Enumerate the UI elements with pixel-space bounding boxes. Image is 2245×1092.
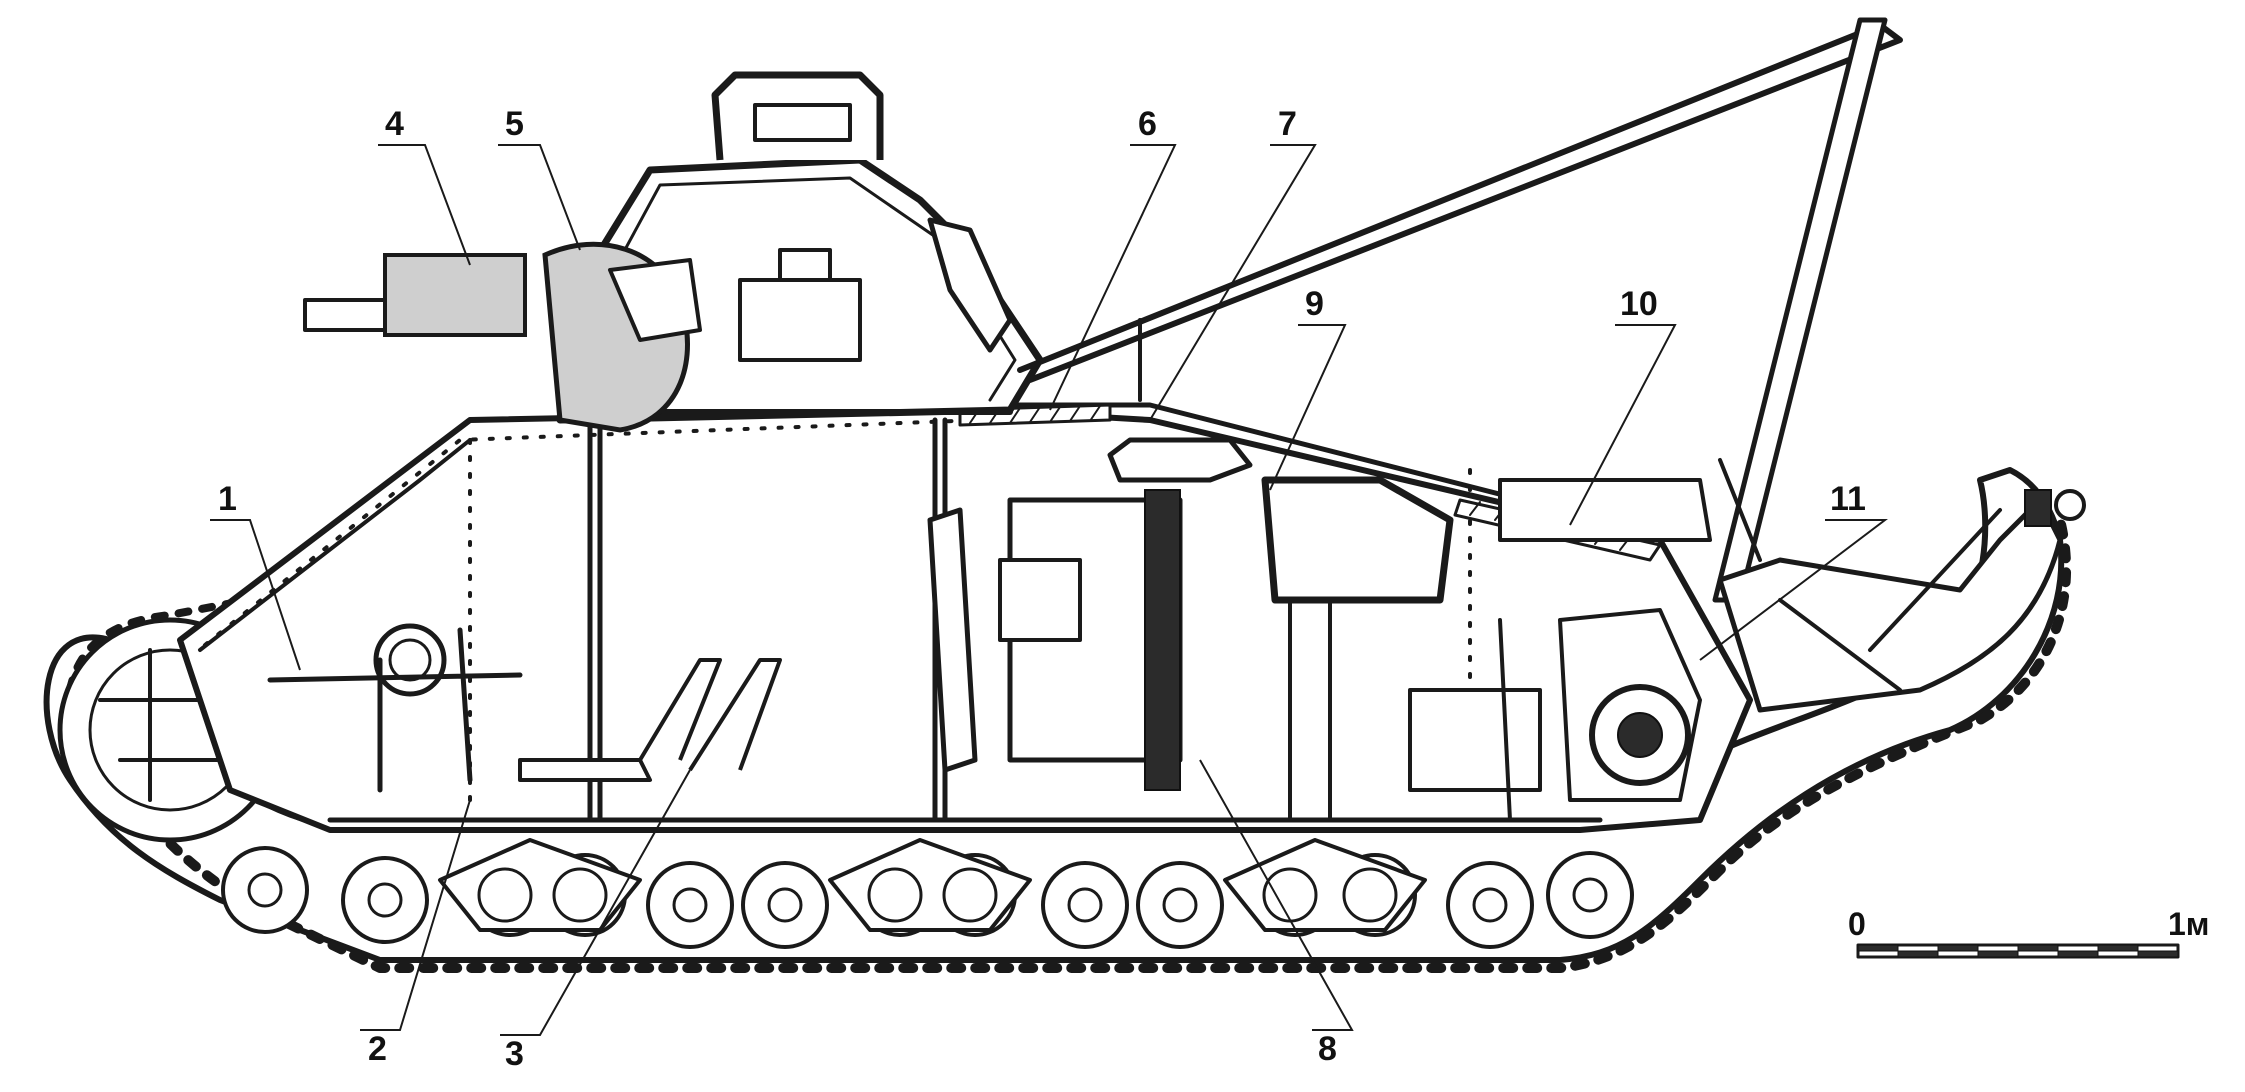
flywheel bbox=[927, 507, 978, 773]
rivet-line bbox=[203, 418, 982, 647]
callout-label: 7 bbox=[1278, 105, 1297, 143]
callout-1: 1 bbox=[210, 480, 301, 671]
engine-hatch bbox=[1107, 437, 1253, 483]
engine-head bbox=[998, 558, 1082, 642]
gun-jacket bbox=[383, 253, 527, 337]
leader-line bbox=[1149, 144, 1317, 421]
road-wheel bbox=[1446, 861, 1534, 949]
callout-4: 4 bbox=[378, 105, 471, 266]
callout-label: 11 bbox=[1830, 480, 1866, 518]
scale-bar: 0 1м bbox=[1848, 906, 2209, 959]
callout-label: 9 bbox=[1305, 285, 1324, 323]
callout-9: 9 bbox=[1269, 285, 1347, 491]
road-wheel bbox=[1041, 861, 1129, 949]
driver-controls bbox=[267, 627, 523, 793]
gearbox bbox=[1408, 688, 1542, 792]
scale-end-label: 1м bbox=[2168, 906, 2209, 942]
tail-strut-brace bbox=[1138, 318, 1762, 562]
tail-hook bbox=[2054, 489, 2086, 521]
fuel-tank bbox=[1261, 476, 1454, 604]
tail-bracket bbox=[2024, 489, 2052, 527]
tail-skid bbox=[1717, 497, 2063, 713]
transmission-housing bbox=[1558, 608, 1702, 802]
leader-line bbox=[210, 519, 301, 671]
callout-6: 6 bbox=[1049, 105, 1177, 411]
turret-equipment-box bbox=[778, 248, 832, 282]
scale-start-label: 0 bbox=[1848, 906, 1866, 942]
road-wheel bbox=[1136, 861, 1224, 949]
track-links bbox=[85, 515, 2072, 973]
callout-3: 3 bbox=[500, 769, 691, 1073]
driver-seat bbox=[518, 758, 652, 782]
road-wheel bbox=[221, 846, 309, 934]
scale-bar-segment bbox=[2057, 950, 2099, 958]
leader-line bbox=[360, 799, 471, 1031]
callout-11: 11 bbox=[1699, 480, 1888, 661]
crew-seat bbox=[638, 658, 782, 772]
callout-label: 5 bbox=[505, 105, 524, 143]
callout-label: 4 bbox=[385, 105, 404, 143]
turret-equipment-box bbox=[738, 278, 862, 362]
suspension-bogies bbox=[438, 838, 1427, 932]
road-wheel bbox=[646, 861, 734, 949]
scale-bar-segment bbox=[2097, 944, 2139, 952]
bogie-bracket bbox=[438, 838, 642, 932]
engine-deck bbox=[977, 402, 1663, 538]
leader-line bbox=[1699, 519, 1888, 661]
radiator bbox=[1144, 489, 1181, 791]
bogie-bracket bbox=[828, 838, 1032, 932]
scale-bar-segment bbox=[1897, 950, 1939, 958]
tail-frame bbox=[1017, 17, 2086, 713]
callout-label: 1 bbox=[218, 480, 237, 518]
leader-line bbox=[1049, 144, 1177, 411]
callout-label: 10 bbox=[1620, 285, 1658, 323]
scale-bar-segment bbox=[1937, 944, 1979, 952]
callout-label: 8 bbox=[1318, 1030, 1337, 1068]
gun-barrel bbox=[303, 298, 397, 332]
track-top-run bbox=[66, 586, 304, 694]
callout-7: 7 bbox=[1149, 105, 1317, 421]
callout-5: 5 bbox=[498, 105, 581, 251]
scale-bar-segment bbox=[2137, 950, 2179, 958]
bulkhead-front bbox=[587, 422, 603, 823]
callout-label: 6 bbox=[1138, 105, 1157, 143]
road-wheel bbox=[1546, 851, 1634, 939]
driver-gauge bbox=[373, 623, 447, 697]
leader-line bbox=[1269, 324, 1347, 491]
leader-line bbox=[378, 144, 471, 266]
callout-8: 8 bbox=[1199, 759, 1354, 1068]
leader-line bbox=[1199, 759, 1354, 1031]
callout-label: 3 bbox=[505, 1035, 524, 1073]
tail-skid-brace bbox=[1778, 508, 2002, 692]
leader-line bbox=[500, 769, 691, 1036]
leader-line bbox=[498, 144, 581, 251]
main-gun bbox=[303, 241, 702, 433]
callout-label: 2 bbox=[368, 1030, 387, 1068]
road-wheel bbox=[741, 861, 829, 949]
scale-bar-segment bbox=[2017, 944, 2059, 952]
road-wheel bbox=[341, 856, 429, 944]
gun-breech bbox=[608, 258, 702, 342]
turret-hatch-rear bbox=[927, 217, 1013, 353]
interior-struts bbox=[1288, 598, 1512, 822]
leader-line bbox=[1569, 324, 1677, 526]
cupola-vision-slot bbox=[753, 103, 852, 142]
exhaust-muffler bbox=[1498, 478, 1712, 542]
scale-bar-segment bbox=[1857, 944, 1899, 952]
hull-front-glacis bbox=[198, 438, 472, 652]
callouts: 1 2 3 4 5 6 7 bbox=[210, 105, 1888, 1073]
callout-10: 10 bbox=[1569, 285, 1677, 526]
tail-boom-long bbox=[1017, 22, 1903, 383]
callout-2: 2 bbox=[360, 799, 471, 1068]
interior bbox=[267, 437, 1712, 822]
scale-bar-segment bbox=[1977, 950, 2019, 958]
